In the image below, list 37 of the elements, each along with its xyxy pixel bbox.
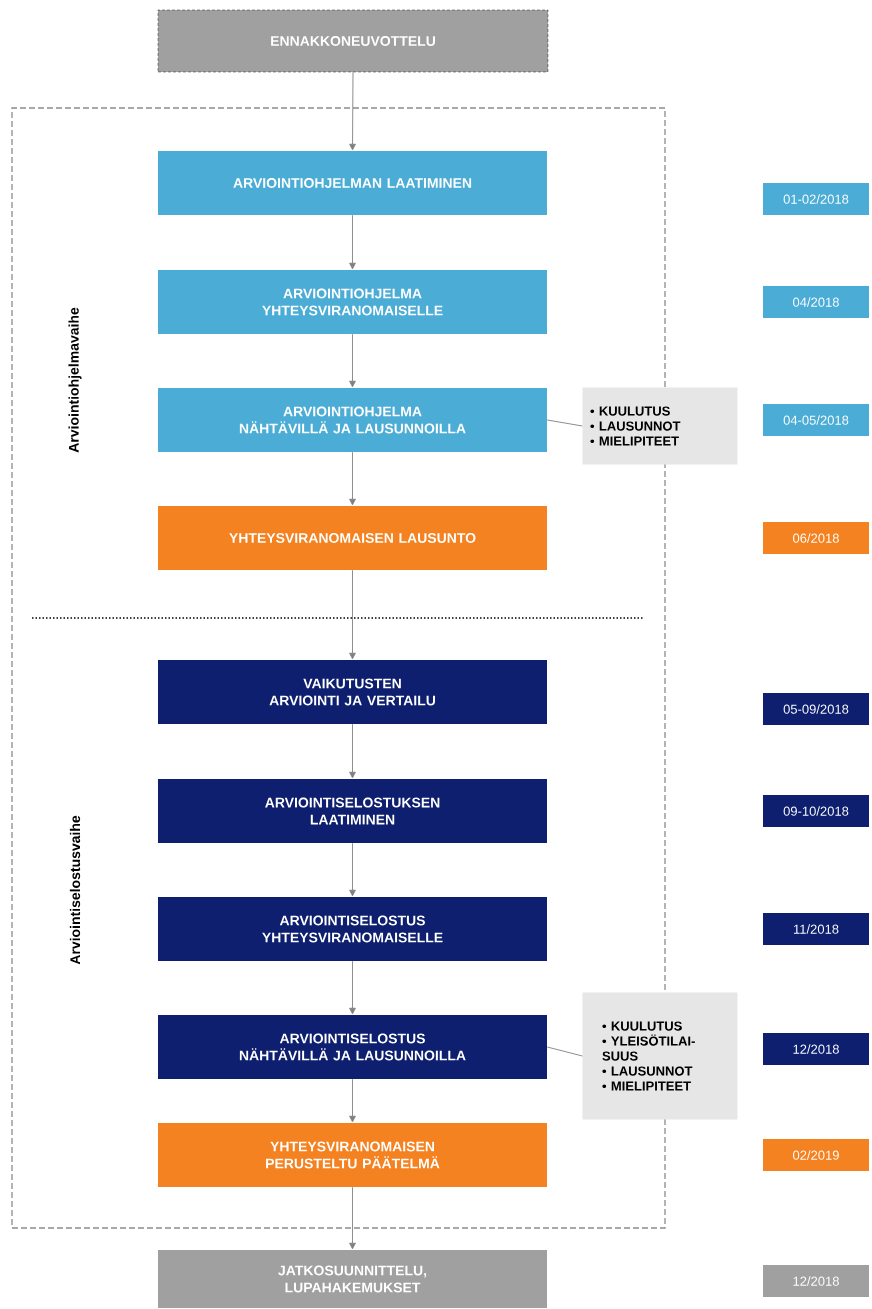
date-box: 09-10/2018 [763,795,869,827]
connector-line [546,1046,583,1057]
arrow [349,214,356,270]
date-box: 12/2018 [763,1265,869,1297]
phase-label: Arviointiselostusvaihe [69,815,81,965]
process-box: VAIKUTUSTEN ARVIOINTI JA VERTAILU [158,660,547,724]
date-box: 06/2018 [763,522,869,554]
date-box: 01-02/2018 [763,183,869,215]
arrow [349,1186,356,1250]
arrow [349,723,356,779]
arrow [349,960,356,1015]
arrow [349,569,356,660]
process-box: YHTEYSVIRANOMAISEN PERUSTELTU PÄÄTELMÄ [158,1123,547,1187]
date-box: 04-05/2018 [763,404,869,436]
arrow [349,71,356,151]
date-box: 05-09/2018 [763,693,869,725]
date-box: 04/2018 [763,286,869,318]
date-box: 02/2019 [763,1139,869,1171]
note-box: • KUULUTUS • YLEISÖTILAI- SUUS • LAUSUNNOT • MIELIPITEET [582,992,738,1120]
arrow [349,1078,356,1123]
process-box: ARVIOINTIOHJELMA YHTEYSVIRANOMAISELLE [158,270,547,334]
process-box: ARVIOINTIOHJELMA NÄHTÄVILLÄ JA LAUSUNNOILLA [158,388,547,452]
process-box: ARVIOINTISELOSTUS YHTEYSVIRANOMAISELLE [158,897,547,961]
process-box: ARVIOINTISELOSTUS NÄHTÄVILLÄ JA LAUSUNNOILLA [158,1015,547,1079]
arrow [349,842,356,897]
date-box: 11/2018 [763,913,869,945]
arrow [349,333,356,388]
date-box: 12/2018 [763,1033,869,1065]
process-box: YHTEYSVIRANOMAISEN LAUSUNTO [158,506,547,570]
process-box: ENNAKKONEUVOTTELU [157,9,549,73]
process-box: ARVIOINTISELOSTUKSEN LAATIMINEN [158,779,547,843]
process-box: ARVIOINTIOHJELMAN LAATIMINEN [158,151,547,215]
phase-label: Arviointiohjelmavaihe [68,307,82,453]
note-box: • KUULUTUS • LAUSUNNOT • MIELIPITEET [582,387,738,465]
process-box: JATKOSUUNNITTELU, LUPAHAKEMUKSET [158,1250,547,1308]
arrow [349,451,356,506]
connector-line [546,419,583,427]
